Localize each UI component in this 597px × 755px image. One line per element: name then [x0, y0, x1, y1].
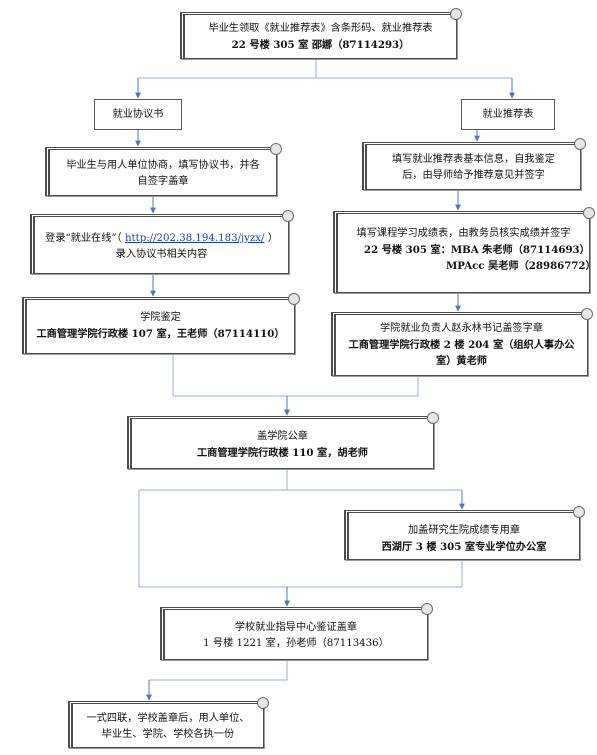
step-text-cont: 自签字盖章: [137, 176, 189, 187]
jyzx-link[interactable]: http://202.38.194.183/jyzx/: [124, 233, 265, 244]
step-contact-mba: 22 号楼 305 室：MBA 朱老师（87114693）: [364, 244, 590, 256]
step-fill-transcript: 填写课程学习成绩表，由教务员核实成绩并签字 22 号楼 305 室：MBA 朱老…: [333, 207, 596, 293]
connector-top-split: [138, 58, 512, 79]
step-location: 工商管理学院行政楼 107 室，王老师（87114110）: [36, 328, 285, 340]
branch-head-employment-agreement: 就业协议书: [94, 99, 182, 130]
online-entry-line: 登录“就业在线”（ http://202.38.194.183/jyzx/ ）: [35, 231, 288, 247]
step-contact-mpacc: MPAcc 吴老师（28986772）: [446, 260, 596, 272]
step-text-cont: 录入协议书相关内容: [115, 249, 208, 260]
step-college-appraisal: 学院鉴定 工商管理学院行政楼 107 室，王老师（87114110）: [22, 293, 300, 354]
step-copies-distribution: 一式四联，学校盖章后，用人单位、 毕业生、学院、学校各执一份: [68, 697, 269, 748]
branch-head-recommendation-form: 就业推荐表: [461, 99, 555, 130]
step-location-cont: 室）黄老师: [436, 355, 487, 367]
step-text: 盖学院公章: [257, 431, 308, 442]
step-text: 学院鉴定: [140, 312, 181, 323]
step-text: 学院就业负责人赵永林书记盖签字章: [380, 323, 543, 334]
step-fill-basic-info: 填写就业推荐表基本信息，自我鉴定 后，由导师给予推荐意见并签字: [362, 138, 586, 190]
step-graduate-school-seal: 加盖研究生院成绩专用章 西湖厅 3 楼 305 室专业学位办公室: [344, 506, 585, 560]
step-college-seal: 盖学院公章 工商管理学院行政楼 110 室，胡老师: [127, 412, 439, 469]
step-text: 学校就业指导中心鉴证盖章: [234, 622, 358, 633]
step-collect-recommendation-form: 毕业生领取《就业推荐表》含条形码、就业推荐表 22 号楼 305 室 邵娜（87…: [180, 8, 462, 59]
step-location: 22 号楼 305 室 邵娜（87114293）: [231, 39, 410, 51]
connector-split-m1: [138, 469, 462, 587]
step-text: 填写课程学习成绩表，由教务员核实成绩并签字: [356, 228, 571, 239]
step-location: 工商管理学院行政楼 2 楼 204 室（组织人事办公: [348, 339, 575, 351]
step-text: 毕业生领取《就业推荐表》含条形码、就业推荐表: [208, 23, 433, 34]
step-text-suffix: ）: [267, 233, 278, 244]
step-location: 1 号楼 1221 室，孙老师（87113436）: [203, 638, 389, 649]
step-secretary-seal: 学院就业负责人赵永林书记盖签字章 工商管理学院行政楼 2 楼 204 室（组织人…: [331, 308, 593, 376]
step-online-entry: 登录“就业在线”（ http://202.38.194.183/jyzx/ ） …: [30, 210, 294, 274]
connector-m3-m4: [149, 660, 288, 681]
step-text: 加盖研究生院成绩专用章: [407, 525, 521, 536]
step-text: 登录“就业在线”（: [45, 233, 122, 244]
step-location: 西湖厅 3 楼 305 室专业学位办公室: [381, 541, 547, 553]
connector-join-m3: [139, 560, 463, 588]
branch-head-label: 就业推荐表: [482, 109, 534, 120]
step-text-cont: 后，由导师给予推荐意见并签字: [402, 170, 545, 181]
step-location: 工商管理学院行政楼 110 室，胡老师: [197, 447, 368, 459]
step-text: 毕业生与用人单位协商，填写协议书，并各: [66, 160, 260, 171]
step-career-center-verify: 学校就业指导中心鉴证盖章 1 号楼 1221 室，孙老师（87113436）: [160, 603, 433, 660]
connector-join-m1: [172, 354, 419, 397]
step-text-cont: 毕业生、学院、学校各执一份: [101, 729, 235, 740]
step-text: 填写就业推荐表基本信息，自我鉴定: [392, 154, 555, 165]
step-negotiate-sign-agreement: 毕业生与用人单位协商，填写协议书，并各 自签字盖章: [45, 143, 282, 196]
step-text: 一式四联，学校盖章后，用人单位、: [86, 713, 250, 724]
branch-head-label: 就业协议书: [112, 109, 164, 120]
